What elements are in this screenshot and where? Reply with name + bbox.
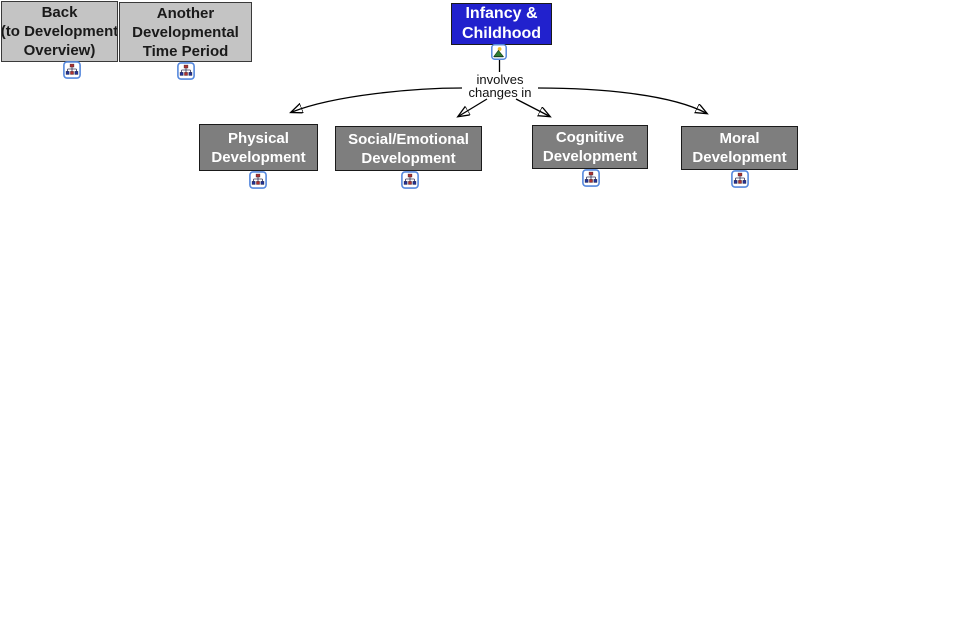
node-physical-development[interactable]: Physical Development (199, 124, 318, 171)
node-another-period[interactable]: Another Developmental Time Period (119, 2, 252, 62)
node-moral-development[interactable]: Moral Development (681, 126, 798, 170)
node-cognitive-development[interactable]: Cognitive Development (532, 125, 648, 169)
image-resource-icon[interactable] (491, 44, 507, 60)
concept-map-link-icon[interactable] (731, 170, 749, 188)
node-physical-development-label: Physical Development (211, 129, 306, 166)
node-infancy-childhood[interactable]: Infancy & Childhood (451, 3, 552, 45)
node-back-label: Back (to Development Overview) (1, 4, 118, 59)
connector-phrase-to-social (459, 98, 488, 116)
concept-map-link-icon[interactable] (249, 171, 267, 189)
linking-phrase[interactable]: involves changes in (468, 72, 532, 100)
node-social-emotional-development-label: Social/Emotional Development (348, 130, 469, 167)
connector-phrase-to-moral (537, 87, 706, 113)
concept-map-link-icon[interactable] (177, 62, 195, 80)
concept-map-link-icon[interactable] (582, 169, 600, 187)
node-back[interactable]: Back (to Development Overview) (1, 1, 118, 62)
node-cognitive-development-label: Cognitive Development (542, 129, 638, 165)
node-infancy-childhood-label: Infancy & Childhood (461, 5, 542, 42)
concept-map-link-icon[interactable] (401, 171, 419, 189)
node-moral-development-label: Moral Development (692, 130, 787, 166)
concept-map-link-icon[interactable] (63, 61, 81, 79)
connector-phrase-to-cognitive (515, 98, 549, 116)
node-social-emotional-development[interactable]: Social/Emotional Development (335, 126, 482, 171)
node-another-period-label: Another Developmental Time Period (132, 4, 239, 60)
